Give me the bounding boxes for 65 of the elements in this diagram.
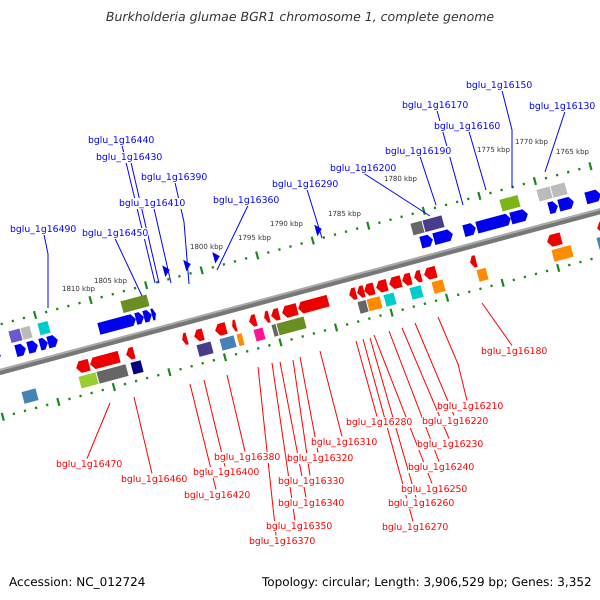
leader-line — [414, 322, 454, 416]
gene-label: bglu_1g16320 — [287, 452, 354, 464]
gene-label: bglu_1g16130 — [529, 100, 596, 112]
gene-label: bglu_1g16200 — [330, 162, 396, 174]
map-title: Burkholderia glumae BGR1 chromosome 1, complete genome — [104, 9, 496, 24]
accession-text: Accession: NC_012724 — [9, 575, 146, 589]
gene-label: bglu_1g16430 — [96, 152, 162, 162]
gene-label: bglu_1g16420 — [184, 490, 250, 500]
leader-line — [190, 384, 216, 490]
gene-label: bglu_1g16470 — [56, 458, 122, 470]
leader-line — [438, 316, 468, 401]
leader-line — [320, 350, 342, 437]
leader-line — [154, 208, 172, 284]
gene-label: bglu_1g16370 — [249, 536, 316, 546]
leader-line — [482, 302, 512, 346]
leader-line — [174, 182, 190, 284]
leader-line — [544, 111, 566, 172]
leader-line — [130, 162, 160, 284]
gene-label: bglu_1g16450 — [82, 228, 148, 238]
leader-line — [364, 173, 430, 216]
leader-line — [134, 396, 152, 474]
leader-line — [272, 362, 296, 521]
gene-label: bglu_1g16210 — [437, 400, 504, 412]
gene-label: bglu_1g16390 — [141, 172, 208, 182]
gene-label: bglu_1g16230 — [417, 438, 484, 450]
gene-label: bglu_1g16380 — [214, 452, 280, 462]
gene-label: bglu_1g16440 — [88, 134, 154, 146]
gene-label: bglu_1g16330 — [278, 476, 344, 486]
leader-line — [420, 156, 436, 206]
leader-line — [306, 189, 322, 238]
gene-label: bglu_1g16170 — [402, 100, 468, 110]
gene-label: bglu_1g16240 — [408, 462, 474, 472]
leader-line — [370, 338, 416, 498]
gene-label: bglu_1g16260 — [388, 498, 454, 508]
gene-label: bglu_1g16280 — [346, 416, 412, 428]
genome-info-text: Topology: circular; Length: 3,906,529 bp; Genes: 3,352 — [262, 575, 592, 589]
gene-label: bglu_1g16270 — [382, 522, 448, 532]
leader-line — [468, 131, 486, 190]
leader-line — [502, 90, 512, 188]
leader-line — [300, 356, 318, 453]
gene-label: bglu_1g16220 — [422, 416, 488, 426]
gene-label: bglu_1g16180 — [481, 346, 548, 356]
leader-line — [258, 366, 276, 536]
gene-label: bglu_1g16250 — [401, 484, 468, 494]
leader-line — [292, 360, 310, 476]
leader-line — [86, 402, 110, 459]
gene-label: bglu_1g16400 — [193, 466, 260, 478]
gene-label: bglu_1g16350 — [266, 520, 332, 532]
leader-line — [114, 238, 142, 296]
leader-line — [204, 380, 226, 467]
gene-label: bglu_1g16410 — [119, 198, 186, 208]
leader-line — [216, 205, 248, 270]
leader-line — [356, 340, 378, 417]
leader-line — [226, 374, 246, 452]
gene-label: bglu_1g16160 — [434, 120, 500, 132]
gene-label: bglu_1g16340 — [278, 498, 344, 508]
gene-label: bglu_1g16150 — [466, 80, 532, 90]
gene-label: bglu_1g16490 — [10, 224, 76, 234]
gene-label: bglu_1g16190 — [385, 146, 452, 156]
gene-label: bglu_1g16310 — [311, 436, 378, 448]
gene-label: bglu_1g16290 — [272, 178, 338, 190]
gene-label: bglu_1g16460 — [121, 474, 188, 484]
leader-line — [402, 328, 450, 439]
gene-label: bglu_1g16360 — [213, 194, 280, 206]
leader-line — [44, 234, 48, 308]
